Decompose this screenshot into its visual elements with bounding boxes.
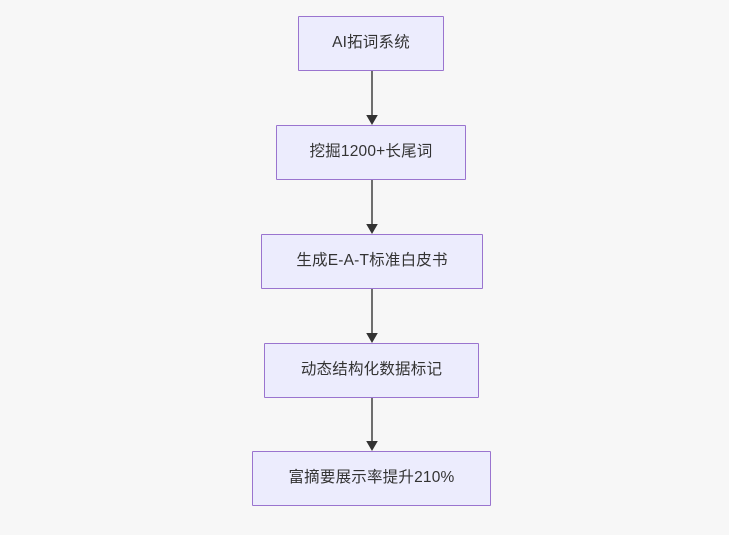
arrowhead-icon [366,333,378,343]
flow-node-dynamic-structured-data-markup[interactable]: 动态结构化数据标记 [264,343,479,398]
arrowhead-icon [366,224,378,234]
flow-node-label: 富摘要展示率提升210% [288,469,455,487]
flow-node-label: 挖掘1200+长尾词 [309,143,433,161]
flow-node-label: 生成E-A-T标准白皮书 [296,252,448,270]
flow-node-label: 动态结构化数据标记 [300,361,443,379]
flow-edge-n2-n3 [366,180,378,234]
flow-edge-n1-n2 [366,71,378,125]
flow-node-mine-longtail-keywords[interactable]: 挖掘1200+长尾词 [276,125,466,180]
flow-node-generate-eat-whitepaper[interactable]: 生成E-A-T标准白皮书 [261,234,483,289]
flow-edge-n4-n5 [366,398,378,451]
arrowhead-icon [366,115,378,125]
flow-node-rich-snippet-impression-lift[interactable]: 富摘要展示率提升210% [252,451,491,506]
flow-edge-n3-n4 [366,289,378,343]
flow-node-label: AI拓词系统 [332,34,410,52]
arrowhead-icon [366,441,378,451]
flow-node-ai-keyword-system[interactable]: AI拓词系统 [298,16,444,71]
